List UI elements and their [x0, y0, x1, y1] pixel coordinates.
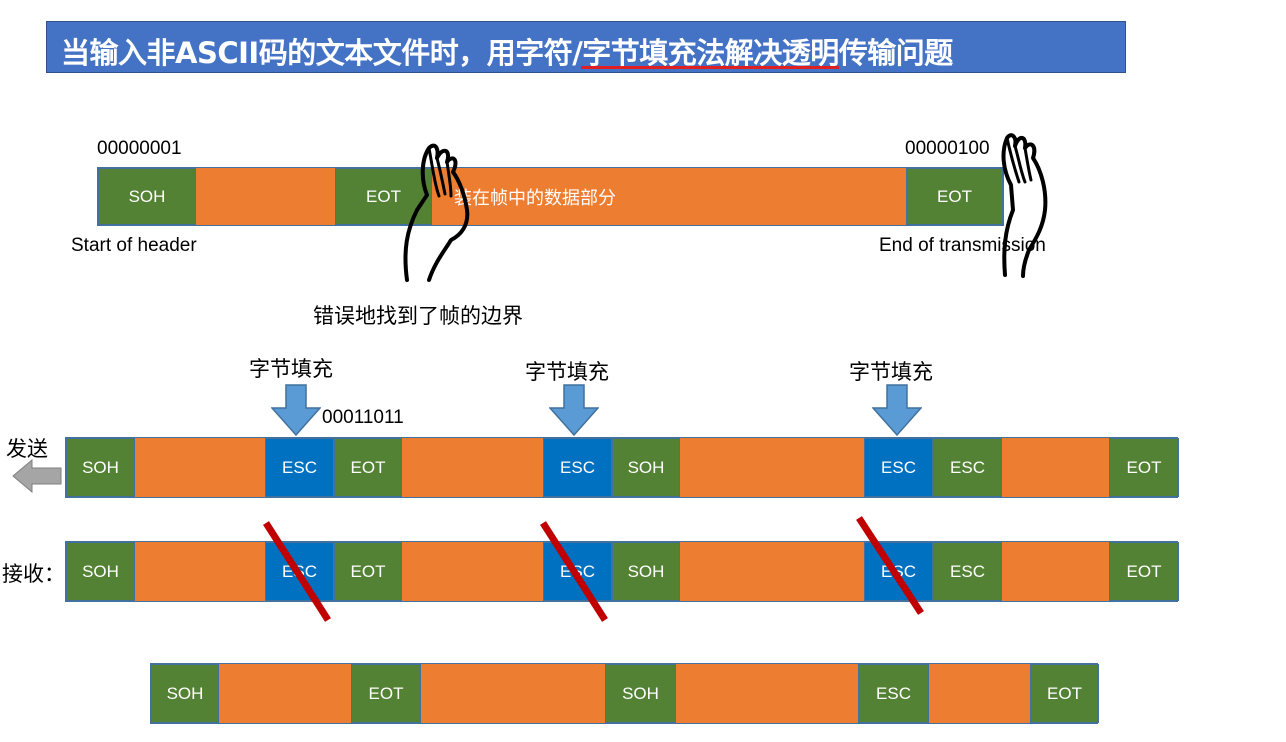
down-arrow-icon: [271, 384, 321, 436]
send-esc-segment: ESC: [543, 438, 612, 497]
result-soh-segment: SOH: [605, 664, 676, 723]
recv-eot-end-segment: EOT: [1109, 542, 1179, 601]
esc-bits-label: 00011011: [322, 407, 404, 428]
recv-esc-segment: ESC: [864, 542, 933, 601]
recv-esc-segment: ESC: [543, 542, 612, 601]
send-eot-segment: EOT: [334, 438, 402, 497]
title-underline: [581, 66, 839, 69]
slide-title: 当输入非ASCII码的文本文件时，用字符/字节填充法解决透明传输问题: [61, 36, 953, 70]
result-eot-end-segment: EOT: [1030, 664, 1099, 723]
recv-soh-segment: SOH: [66, 542, 135, 601]
top-eot-end-segment: EOT: [906, 168, 1003, 225]
send-frame: SOH ESC EOT ESC SOH ESC ESC EOT: [65, 437, 1179, 498]
send-soh-segment: SOH: [66, 438, 135, 497]
hand-icon: [403, 143, 470, 282]
down-arrow-icon: [872, 384, 922, 436]
result-esc-segment: ESC: [858, 664, 929, 723]
left-arrow-icon: [12, 459, 62, 493]
recv-eot-segment: EOT: [334, 542, 402, 601]
soh-bits-label: 00000001: [97, 138, 182, 159]
stuffing-label-2: 字节填充: [525, 360, 609, 384]
send-eot-end-segment: EOT: [1109, 438, 1179, 497]
recv-soh-segment: SOH: [612, 542, 680, 601]
result-soh-segment: SOH: [151, 664, 219, 723]
top-data-segment: 装在帧中的数据部分: [454, 187, 616, 209]
top-frame: SOH EOT 装在帧中的数据部分 EOT: [97, 167, 1004, 226]
hand-icon: [1001, 133, 1048, 278]
receive-label: 接收：: [2, 562, 65, 586]
send-label: 发送: [6, 437, 48, 461]
error-boundary-label: 错误地找到了帧的边界: [313, 304, 523, 328]
recv-esc-segment: ESC: [265, 542, 334, 601]
result-eot-segment: EOT: [351, 664, 421, 723]
start-of-header-label: Start of header: [71, 235, 197, 256]
top-soh-segment: SOH: [98, 168, 196, 225]
down-arrow-icon: [549, 384, 599, 436]
send-soh-segment: SOH: [612, 438, 680, 497]
send-esc-segment: ESC: [864, 438, 933, 497]
send-esc-data-segment: ESC: [933, 438, 1002, 497]
receive-frame: SOH ESC EOT ESC SOH ESC ESC EOT: [65, 541, 1179, 602]
recv-esc-data-segment: ESC: [933, 542, 1002, 601]
stuffing-label-1: 字节填充: [249, 357, 333, 381]
result-frame: SOH EOT SOH ESC EOT: [150, 663, 1099, 724]
stuffing-label-3: 字节填充: [849, 360, 933, 384]
title-bar: 当输入非ASCII码的文本文件时，用字符/字节填充法解决透明传输问题: [46, 21, 1126, 73]
eot-bits-label: 00000100: [905, 138, 990, 159]
send-esc-segment: ESC: [265, 438, 334, 497]
